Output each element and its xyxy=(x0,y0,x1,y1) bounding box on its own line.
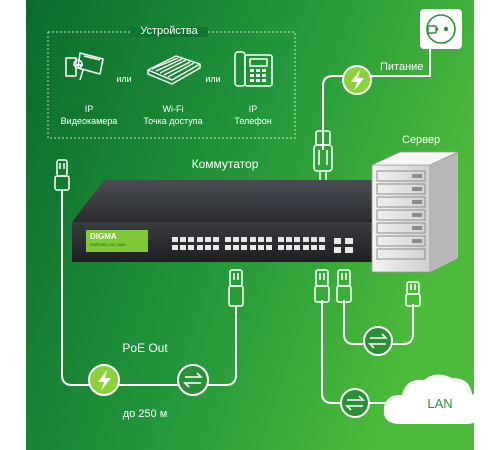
lan-label: LAN xyxy=(427,396,453,411)
camera-label-line2: Видеокамера xyxy=(60,116,118,126)
or-label: или xyxy=(205,74,221,84)
rj45-plug-icon xyxy=(228,269,244,307)
rj45-plug-icon xyxy=(405,281,421,307)
network-switch xyxy=(72,180,398,262)
access-point-label-line1: Wi-Fi xyxy=(162,104,184,114)
lightning-icon xyxy=(342,65,372,95)
power-cable xyxy=(322,42,431,150)
rj45-plug-icon xyxy=(336,269,352,303)
distance-label: до 250 м xyxy=(122,408,168,420)
connection-cables xyxy=(61,42,431,404)
rj45-plug-icon xyxy=(314,269,330,303)
rj45-plug-icon xyxy=(54,159,70,191)
phone-label-line1: IP xyxy=(248,104,258,114)
access-point-icon xyxy=(147,55,201,85)
poe-out-cable xyxy=(61,190,237,386)
devices-group-title: Устройства xyxy=(140,25,198,37)
devices-group-box xyxy=(47,31,296,139)
server-label: Сервер xyxy=(402,134,441,146)
data-exchange-icon xyxy=(363,326,393,356)
switch-ports xyxy=(172,237,353,253)
poe-out-label: PoE Out xyxy=(122,341,168,355)
switch-brand-plate xyxy=(86,230,148,252)
switch-top-panel xyxy=(72,180,398,222)
power-outlet-icon xyxy=(420,9,462,49)
ip-phone-icon xyxy=(234,51,273,87)
lan-cable xyxy=(321,300,392,404)
or-label: или xyxy=(116,74,132,84)
data-exchange-icon xyxy=(177,364,209,396)
power-label: Питание xyxy=(380,61,424,73)
lightning-icon xyxy=(88,364,120,396)
access-point-label-line2: Точка доступа xyxy=(143,116,203,126)
power-plug-icon xyxy=(313,130,333,180)
cloud-icon xyxy=(383,374,483,424)
ip-camera-icon xyxy=(65,52,104,81)
server-rack-icon xyxy=(371,151,459,273)
data-exchange-icon xyxy=(340,388,370,418)
phone-label-line2: Телефон xyxy=(234,116,272,126)
switch-model: DSP226G-2G-T400 xyxy=(90,242,126,247)
camera-label-line1: IP xyxy=(84,104,94,114)
devices-title-backdrop xyxy=(130,27,208,37)
switch-brand: DIGMA xyxy=(90,232,117,241)
switch-label: Коммутатор xyxy=(191,157,259,171)
